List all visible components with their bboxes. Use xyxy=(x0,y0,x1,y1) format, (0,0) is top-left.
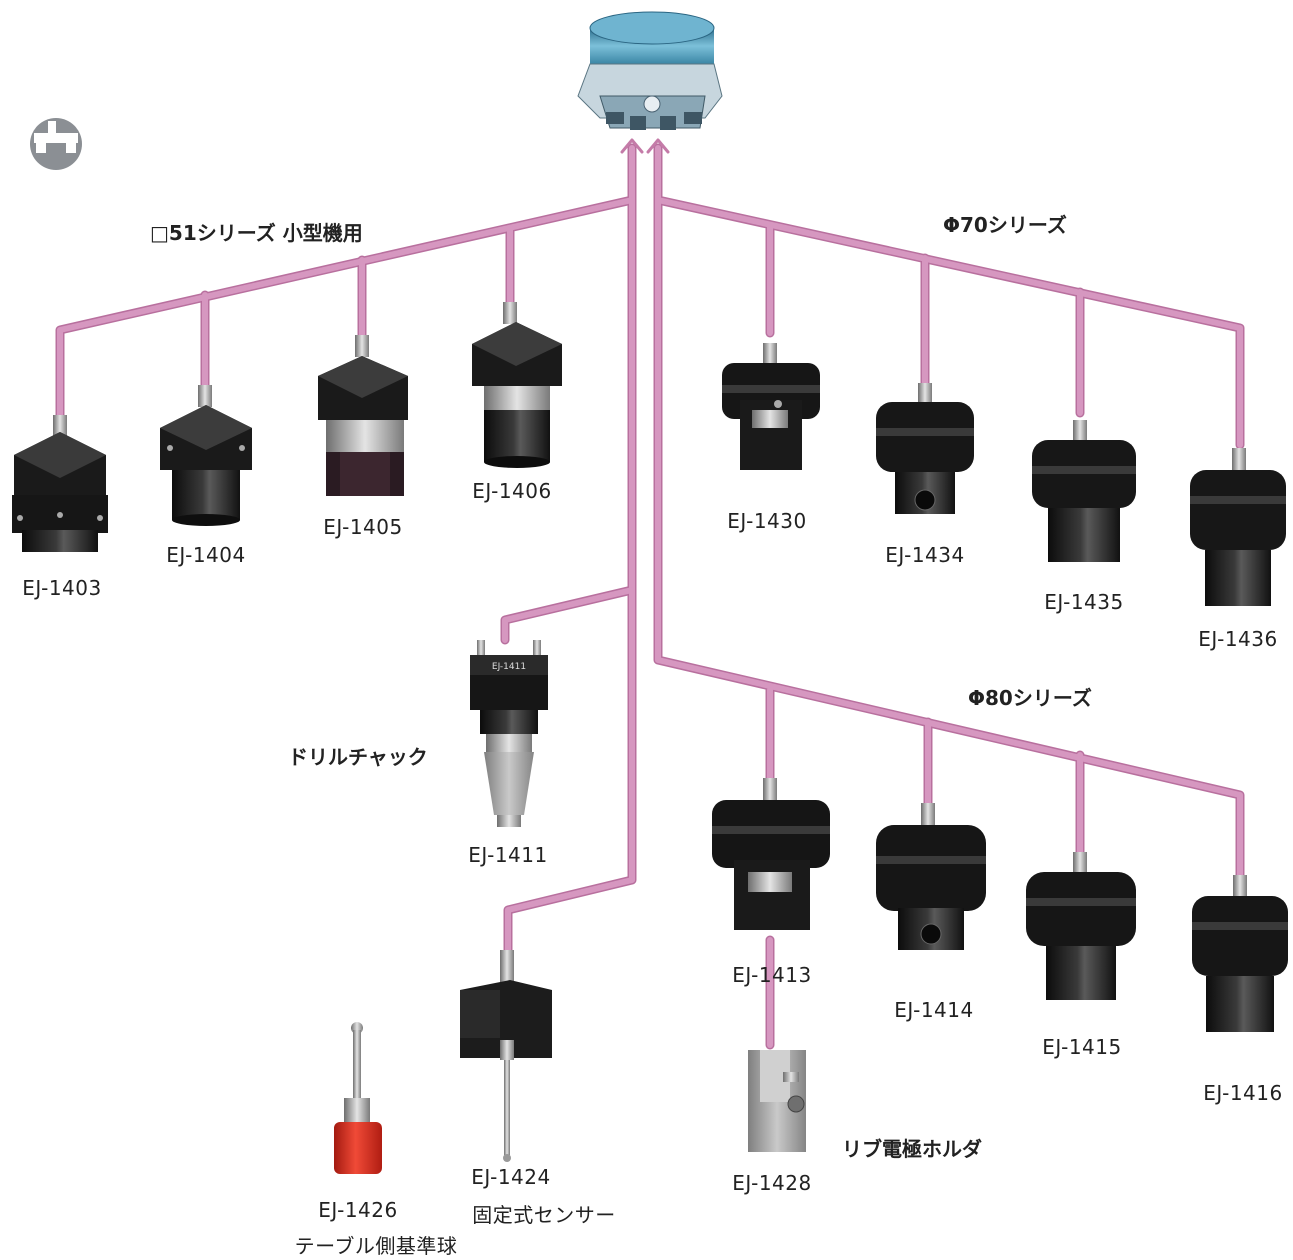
fixed-sensor-note: 固定式センサー xyxy=(472,1203,616,1227)
brand-logo xyxy=(30,118,82,170)
part-label-ej1406: EJ-1406 xyxy=(472,479,552,503)
part-label-ej1436: EJ-1436 xyxy=(1198,627,1278,651)
tool-image-ej1405 xyxy=(318,335,408,496)
series-label-phi70: Φ70シリーズ xyxy=(943,213,1067,237)
tool-image-ej1411: EJ-1411 xyxy=(470,640,548,827)
series-label-square51: □51シリーズ 小型機用 xyxy=(150,221,363,245)
up-arrow-icon xyxy=(620,138,644,154)
part-label-ej1414: EJ-1414 xyxy=(894,998,974,1022)
tool-image-ej1416 xyxy=(1192,875,1288,1032)
part-label-ej1404: EJ-1404 xyxy=(166,543,246,567)
tool-image-ej1430 xyxy=(722,343,820,470)
series-label-phi80: Φ80シリーズ xyxy=(968,686,1092,710)
tool-image-ej1428 xyxy=(748,1050,806,1152)
tool-image-ej1406 xyxy=(472,302,562,468)
tool-image-ej1426 xyxy=(334,1022,382,1174)
tool-image-ej1436 xyxy=(1190,448,1286,606)
tool-image-ej1424 xyxy=(460,950,552,1162)
table-reference-ball-note: テーブル側基準球 xyxy=(294,1234,458,1258)
up-arrow-icon xyxy=(646,138,670,154)
tool-image-ej1435 xyxy=(1032,420,1136,562)
part-label-ej1403: EJ-1403 xyxy=(22,576,102,600)
part-label-ej1426: EJ-1426 xyxy=(318,1198,398,1222)
part-label-ej1411: EJ-1411 xyxy=(468,843,548,867)
tool-image-ej1434 xyxy=(876,383,974,514)
part-label-ej1413: EJ-1413 xyxy=(732,963,812,987)
tool-image-ej1404 xyxy=(160,385,252,526)
part-label-ej1434: EJ-1434 xyxy=(885,543,965,567)
master-chuck-image xyxy=(577,11,723,130)
tool-image-ej1403 xyxy=(12,415,108,552)
tool-image-ej1414 xyxy=(876,803,986,950)
tool-image-ej1413 xyxy=(712,778,830,930)
part-label-ej1435: EJ-1435 xyxy=(1044,590,1124,614)
part-inset-label: EJ-1411 xyxy=(492,662,526,672)
part-label-ej1416: EJ-1416 xyxy=(1203,1081,1283,1105)
part-label-ej1405: EJ-1405 xyxy=(323,515,403,539)
rib-electrode-holder-label: リブ電極ホルダ xyxy=(842,1137,982,1161)
connector-lines xyxy=(55,138,1245,1050)
part-label-ej1424: EJ-1424 xyxy=(471,1165,551,1189)
part-label-ej1430: EJ-1430 xyxy=(727,509,807,533)
drill-chuck-label: ドリルチャック xyxy=(288,745,428,769)
part-label-ej1428: EJ-1428 xyxy=(732,1171,812,1195)
part-label-ej1415: EJ-1415 xyxy=(1042,1035,1122,1059)
tool-image-ej1415 xyxy=(1026,852,1136,1000)
